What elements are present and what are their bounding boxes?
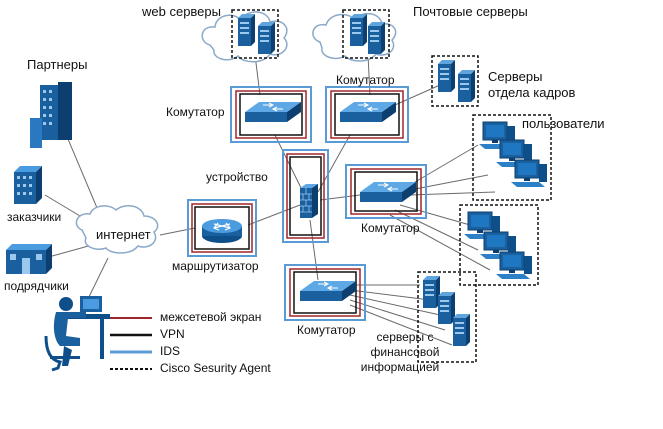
switch-right-label: Комутатор <box>361 221 420 235</box>
user-at-desk-icon <box>44 296 110 372</box>
switch-icon <box>244 101 302 123</box>
switch-top-label: Комутатор <box>336 73 395 87</box>
fin-servers-label-1: серверы с <box>376 330 434 344</box>
switch-right <box>345 164 427 219</box>
hr-servers-csa-box <box>431 55 479 107</box>
switch-left-label: Комутатор <box>166 105 225 119</box>
firewall-icon <box>300 184 318 218</box>
legend-firewall-label: межсетевой экран <box>160 310 262 324</box>
switch-top <box>325 86 409 143</box>
customers-label: заказчики <box>7 210 62 224</box>
legend-vpn-label: VPN <box>160 327 185 341</box>
building-icon <box>14 166 42 204</box>
web-servers-csa-box <box>231 9 279 59</box>
switch-icon <box>339 101 397 123</box>
firewall-device <box>282 149 329 243</box>
switch-bottom-label: Комутатор <box>297 323 356 337</box>
router-box <box>187 199 257 257</box>
switch-icon <box>359 181 417 203</box>
users-lower-csa-box <box>459 204 539 286</box>
router-label: маршрутизатор <box>172 259 259 273</box>
users-label: пользователи <box>522 116 605 131</box>
building-icon <box>6 244 52 274</box>
web-servers-label: web серверы <box>142 4 221 19</box>
building-icon <box>30 82 72 148</box>
switch-bottom <box>284 264 366 321</box>
switch-icon <box>299 280 357 302</box>
hr-servers-label-2: отдела кадров <box>488 85 576 100</box>
contractors-label: подрядчики <box>4 279 69 293</box>
router-icon <box>202 219 242 243</box>
fin-servers-label-2: финансовой <box>370 345 440 359</box>
switch-left <box>230 86 312 143</box>
fin-servers-label-3: информацией <box>360 360 440 374</box>
device-label: устройство <box>206 170 268 184</box>
users-upper-csa-box <box>472 114 552 201</box>
partners-label: Партнеры <box>27 57 88 72</box>
mail-servers-label: Почтовые серверы <box>413 4 528 19</box>
legend-csa-label: Cisco Sesurity Agent <box>160 361 271 375</box>
internet-label: интернет <box>96 227 151 242</box>
legend-lines <box>110 317 152 370</box>
mail-servers-csa-box <box>342 9 390 59</box>
fin-servers-csa-box <box>417 271 477 363</box>
hr-servers-label-1: Серверы <box>488 69 543 84</box>
legend-ids-label: IDS <box>160 344 181 358</box>
